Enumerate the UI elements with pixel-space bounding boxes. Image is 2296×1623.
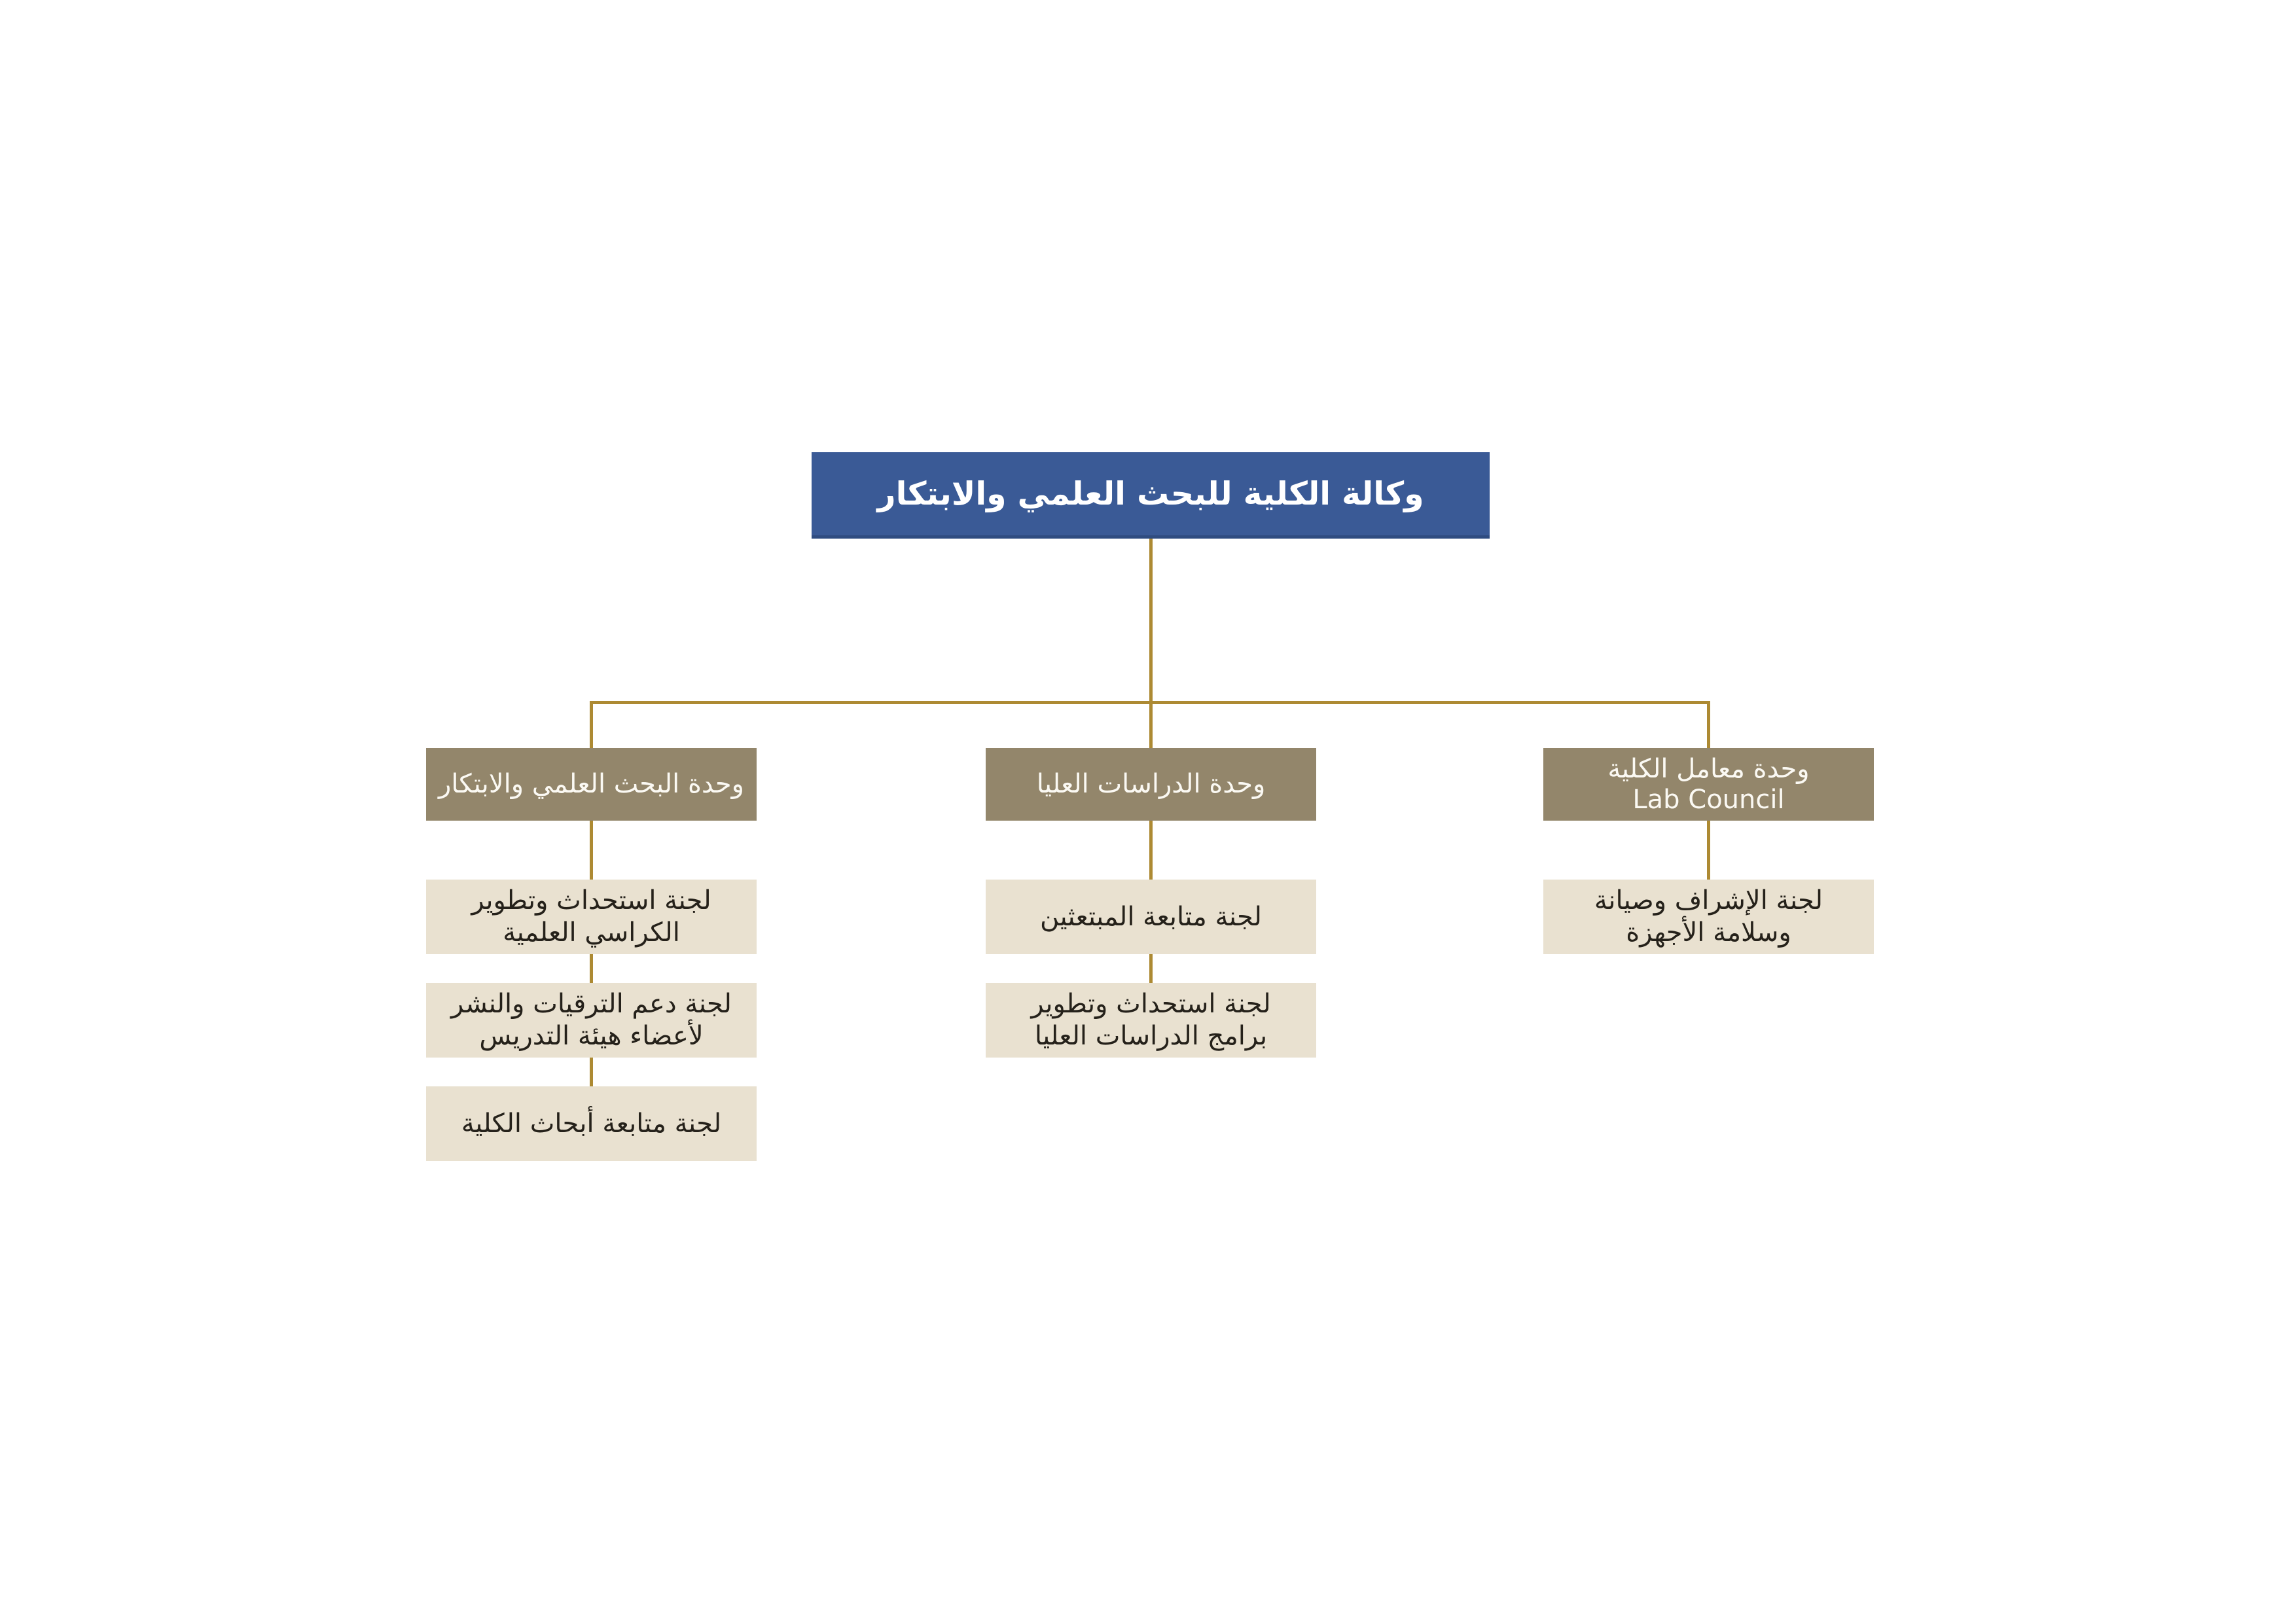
committee-label-line: لجنة متابعة المبتعثين [1040,901,1262,932]
unit-node-lab-council: وحدة معامل الكلية Lab Council [1543,748,1874,821]
committee-label-line: لجنة متابعة أبحاث الكلية [461,1108,722,1139]
connector-unit-right-committees [1707,821,1710,880]
unit-node-scientific-research: وحدة البحث العلمي والابتكار [426,748,757,821]
connector-drop-right [1707,701,1710,748]
committee-label-line: لجنة استحداث وتطوير [471,885,711,916]
unit-label: وحدة الدراسات العليا [1036,769,1266,799]
root-node-title: وكالة الكلية للبحث العلمي والابتكار [877,474,1424,512]
connector-horizontal-bar [591,701,1708,704]
committee-node-scholarship-followup: لجنة متابعة المبتعثين [986,880,1316,954]
committee-label-line: برامج الدراسات العليا [1034,1021,1268,1051]
committee-label-line: لجنة استحداث وتطوير [1031,989,1271,1019]
connector-mid-row1-row2 [1149,954,1153,983]
unit-label-english: Lab Council [1632,784,1785,815]
committee-node-equipment-supervision-maintenance: لجنة الإشراف وصيانة وسلامة الأجهزة [1543,880,1874,954]
unit-label: وحدة البحث العلمي والابتكار [439,769,744,799]
connector-unit-mid-committees [1149,821,1153,880]
connector-left-row1-row2 [590,954,593,983]
committee-label-line: الكراسي العلمية [503,918,680,948]
committee-node-promotions-publishing: لجنة دعم الترقيات والنشر لأعضاء هيئة الت… [426,983,757,1058]
unit-label: وحدة معامل الكلية [1607,753,1810,784]
committee-label-line: لأعضاء هيئة التدريس [479,1021,704,1051]
connector-unit-left-committees [590,821,593,880]
committee-node-college-research-followup: لجنة متابعة أبحاث الكلية [426,1086,757,1161]
committee-label-line: لجنة دعم الترقيات والنشر [451,989,732,1019]
committee-label-line: وسلامة الأجهزة [1626,918,1791,948]
connector-left-row2-row3 [590,1058,593,1086]
committee-node-chairs-development: لجنة استحداث وتطوير الكراسي العلمية [426,880,757,954]
root-node-vice-deanship: وكالة الكلية للبحث العلمي والابتكار [812,452,1490,539]
connector-drop-left [590,701,593,748]
connector-root-stem [1149,539,1153,748]
committee-node-graduate-programs-development: لجنة استحداث وتطوير برامج الدراسات العلي… [986,983,1316,1058]
committee-label-line: لجنة الإشراف وصيانة [1594,885,1823,916]
unit-node-graduate-studies: وحدة الدراسات العليا [986,748,1316,821]
